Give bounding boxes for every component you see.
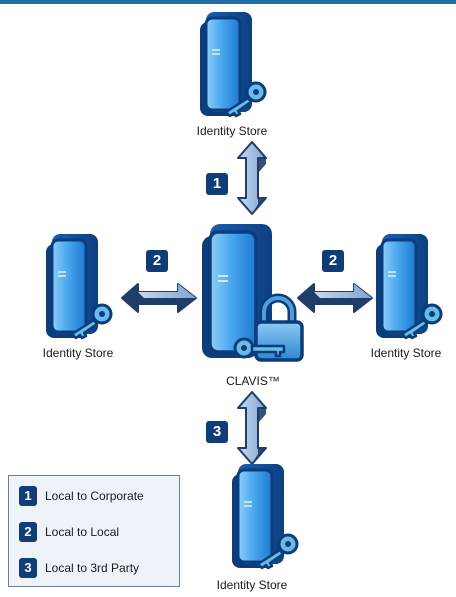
server-icon [202,224,304,362]
legend-badge-3: 3 [19,558,37,578]
identity-store-bottom [222,460,306,576]
legend-text-2: Local to Local [45,525,120,539]
node-label-top: Identity Store [196,124,268,138]
top-accent-bar [0,0,456,4]
legend-text-3: Local to 3rd Party [45,561,140,575]
connector-badge-2-right: 2 [322,250,344,272]
connector-badge-3: 3 [206,421,228,443]
node-label-right: Identity Store [370,346,442,360]
key-icon [400,303,443,340]
connector-badge-2-left: 2 [146,250,168,272]
server-icon [232,464,299,570]
legend-text-1: Local to Corporate [45,489,144,503]
node-label-bottom: Identity Store [216,578,288,592]
key-icon [224,81,267,118]
bidirectional-arrow-3 [232,390,272,466]
server-icon [376,234,443,340]
server-icon [46,234,113,340]
connector-badge-1: 1 [206,173,228,195]
node-label-clavis: CLAVIS™ [226,374,280,388]
key-icon [233,337,286,359]
identity-store-left [36,230,120,346]
identity-store-top [190,8,274,124]
legend-badge-2: 2 [19,522,37,542]
bidirectional-arrow-2-right [296,276,374,316]
key-icon [256,533,299,570]
server-icon [200,12,267,118]
bidirectional-arrow-1 [232,140,272,216]
key-icon [70,303,113,340]
node-label-left: Identity Store [42,346,114,360]
legend: 1 Local to Corporate 2 Local to Local 3 … [8,475,180,587]
clavis-server [194,220,308,370]
legend-badge-1: 1 [19,486,37,506]
bidirectional-arrow-2-left [120,276,198,316]
identity-store-right [366,230,450,346]
